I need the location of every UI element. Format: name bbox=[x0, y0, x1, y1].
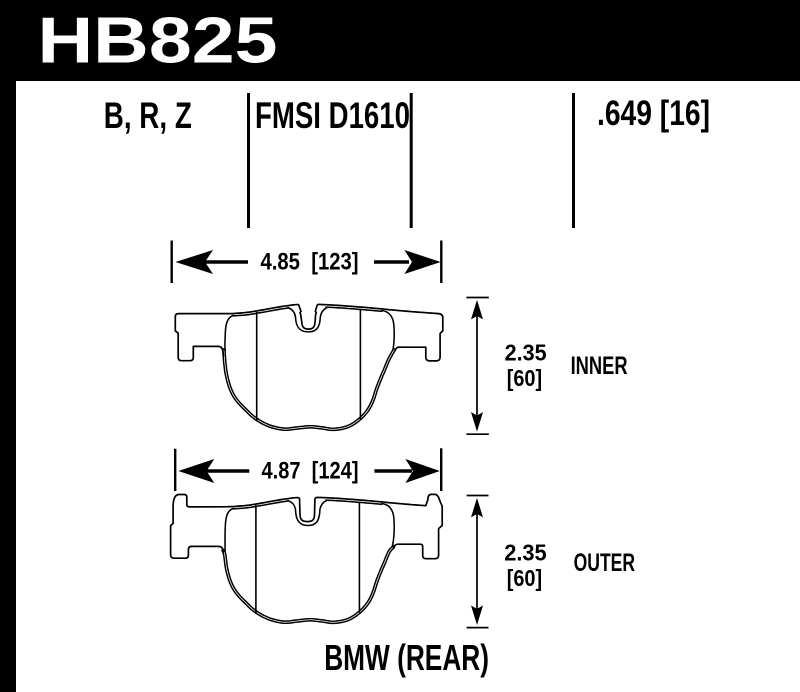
svg-text:2.35: 2.35 bbox=[504, 539, 547, 565]
svg-text:BMW (REAR): BMW (REAR) bbox=[324, 637, 489, 678]
svg-text:2.35: 2.35 bbox=[505, 339, 547, 365]
svg-text:B, R, Z: B, R, Z bbox=[104, 95, 192, 136]
svg-text:OUTER: OUTER bbox=[574, 549, 636, 577]
svg-text:4.85 [123]: 4.85 [123] bbox=[261, 248, 359, 275]
svg-text:.649 [16]: .649 [16] bbox=[597, 93, 710, 133]
svg-text:HB825: HB825 bbox=[38, 4, 278, 76]
svg-text:[60]: [60] bbox=[507, 365, 542, 391]
svg-text:[60]: [60] bbox=[507, 565, 542, 591]
svg-text:FMSI D1610: FMSI D1610 bbox=[255, 95, 410, 136]
svg-text:INNER: INNER bbox=[571, 352, 628, 380]
svg-text:4.87 [124]: 4.87 [124] bbox=[262, 458, 359, 485]
